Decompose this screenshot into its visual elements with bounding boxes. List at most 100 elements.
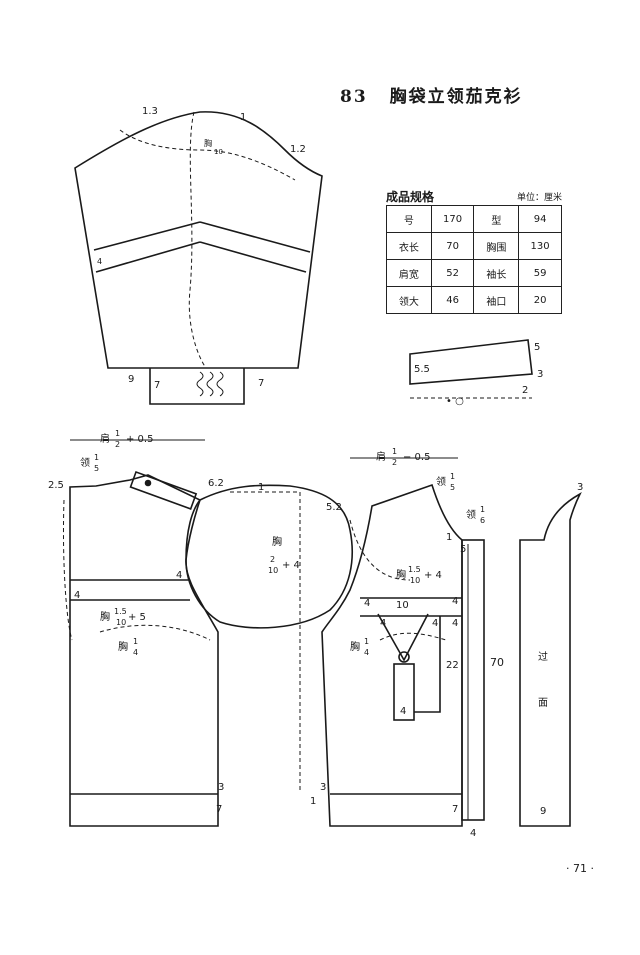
back-shoulder-n: 1 xyxy=(115,429,120,438)
facing-text2: 面 xyxy=(538,698,548,709)
back-shoulder-tab xyxy=(129,470,198,510)
front-hem7: 7 xyxy=(452,804,458,815)
spec-title: 成品规格 xyxy=(386,190,435,204)
page-number: · 71 · xyxy=(566,862,594,875)
sleeve-band-bot xyxy=(95,241,201,273)
sleeve-dash xyxy=(188,111,207,369)
collar-marks: • ○ xyxy=(446,396,464,407)
spec-row: 领大 46 袖口 20 xyxy=(386,286,562,314)
back-neck-n: 1 xyxy=(94,453,99,462)
spec-cell: 59 xyxy=(518,259,562,287)
spec-cell: 领大 xyxy=(386,286,432,314)
armhole-d: 10 xyxy=(268,566,278,575)
front-neck: 领 xyxy=(436,475,446,488)
collar-outline xyxy=(409,339,533,385)
spec-unit: 单位：厘米 xyxy=(516,193,562,203)
back-neck-d: 5 xyxy=(94,464,99,473)
back-shoulder-pre: 肩 xyxy=(100,432,110,445)
front-cf-d: 10 xyxy=(410,576,420,585)
front-chest2-d: 4 xyxy=(364,648,369,657)
sleeve-pattern xyxy=(74,111,323,405)
collar-r3: 3 xyxy=(537,369,543,380)
sleeve-label-13: 1.3 xyxy=(142,106,158,117)
back-chest2-d: 4 xyxy=(133,648,138,657)
back-tab-button xyxy=(144,479,152,487)
back-four-yoke: 4 xyxy=(176,570,182,581)
front-shoulder-n: 1 xyxy=(392,447,397,456)
back-chest2-n: 1 xyxy=(133,637,138,646)
front-pocket-rect xyxy=(393,663,415,721)
spec-row: 号 170 型 94 xyxy=(386,205,562,233)
front-shoulder-d: 2 xyxy=(392,458,397,467)
back-bodice xyxy=(62,470,219,827)
front-chest-suf: + 4 xyxy=(424,570,442,581)
facing-text1: 过 xyxy=(538,650,548,663)
facing-bottom: 9 xyxy=(540,806,546,817)
spec-cell: 肩宽 xyxy=(386,259,432,287)
back-v25: 2.5 xyxy=(48,480,64,491)
facing-top: 3 xyxy=(577,482,583,493)
front-four-d: 4 xyxy=(432,618,438,629)
page-title: 83 胸袋立领茄克衫 xyxy=(340,82,523,107)
front-chest2-n: 1 xyxy=(364,637,369,646)
front-neck-n: 1 xyxy=(450,472,455,481)
spec-header: 成品规格 单位：厘米 xyxy=(386,188,562,206)
back-hem7: 7 xyxy=(216,804,222,815)
spec-cell: 胸围 xyxy=(473,232,520,260)
front-hem1: 1 xyxy=(310,796,316,807)
back-chest-d: 10 xyxy=(116,618,126,627)
front-five: 5 xyxy=(460,544,466,555)
collar-r5: 5 xyxy=(534,342,540,353)
facing-outline xyxy=(519,492,582,827)
spec-cell: 20 xyxy=(518,286,562,314)
front-neck2: 领 xyxy=(466,508,476,521)
sleeve-cuff-right: 7 xyxy=(258,378,264,389)
front-v22: 22 xyxy=(446,660,459,671)
sleeve-band-top xyxy=(93,221,201,251)
back-hem3: 3 xyxy=(218,782,224,793)
front-hem4: 4 xyxy=(470,828,476,839)
back-neck: 领 xyxy=(80,456,90,469)
back-one: 1 xyxy=(258,482,264,493)
spec-row: 肩宽 52 袖长 59 xyxy=(386,259,562,287)
armhole-dash xyxy=(230,491,301,790)
front-pocket xyxy=(377,613,429,662)
front-cf-n: 1.5 xyxy=(408,565,421,574)
sleeve-band-top-r xyxy=(199,221,311,253)
armhole-outline xyxy=(185,484,353,629)
back-chest-pre: 胸 xyxy=(100,610,110,623)
spec-cell: 170 xyxy=(430,205,475,233)
cuff-gather xyxy=(196,371,224,397)
front-shoulder-suf: − 0.5 xyxy=(403,452,430,463)
front-four-e: 4 xyxy=(452,618,458,629)
front-dash xyxy=(349,519,447,641)
sleeve-cap-den: 10 xyxy=(214,148,223,156)
sleeve-band-bot-r xyxy=(199,241,307,273)
back-shoulder-d: 2 xyxy=(115,440,120,449)
sleeve-label-1: 1 xyxy=(240,112,246,123)
front-neck2-d: 6 xyxy=(480,516,485,525)
sleeve-hem-left: 9 xyxy=(128,374,134,385)
collar-r2: 2 xyxy=(522,385,528,396)
pattern-title: 胸袋立领茄克衫 xyxy=(389,87,523,107)
back-outline xyxy=(69,474,219,827)
front-four-mid: 4 xyxy=(400,706,406,717)
back-chest2: 胸 xyxy=(118,640,128,653)
back-dash xyxy=(62,499,211,641)
back-shoulder-suf: + 0.5 xyxy=(126,434,153,445)
front-chest-pre: 胸 xyxy=(396,568,406,581)
armhole-n: 2 xyxy=(270,555,275,564)
front-placket xyxy=(461,539,485,821)
front-pocket-line xyxy=(414,616,441,713)
armhole-chest: 胸 xyxy=(272,535,282,548)
front-ten: 10 xyxy=(396,600,409,611)
sleeve-outline xyxy=(74,111,323,369)
spec-cell: 袖长 xyxy=(473,259,520,287)
sleeve-label-12: 1.2 xyxy=(290,144,306,155)
front-one: 1 xyxy=(446,532,452,543)
sleeve-dash2 xyxy=(119,129,296,181)
front-chest2: 胸 xyxy=(350,640,360,653)
armhole-center xyxy=(185,484,353,790)
sleeve-band-label: 4 xyxy=(97,257,102,266)
